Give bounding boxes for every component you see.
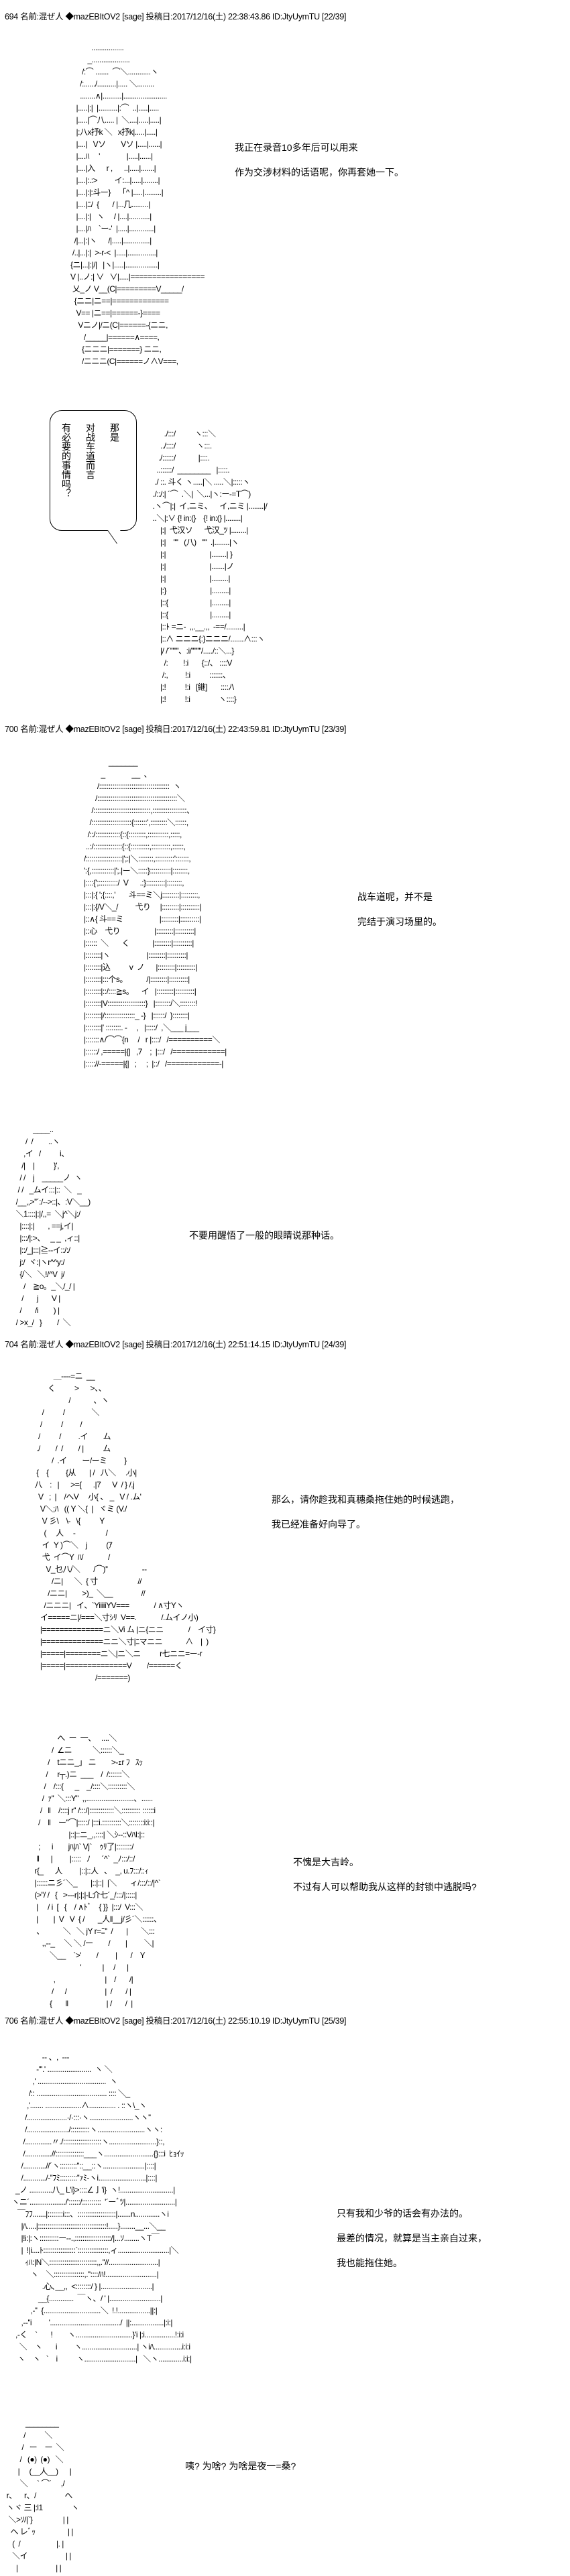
dialogue-line: 不要用醒悟了一般的眼睛说那种话。	[189, 1230, 339, 1241]
ascii-art-character-3: _______ _ __ 、 /::::::::::::::::::::::::…	[84, 757, 227, 1068]
dialogue-line: 那么，请你趁我和真穗桑拖住她的时候逃跑，	[272, 1494, 459, 1505]
speech-bubble-tail	[107, 530, 130, 544]
ascii-art-character-6: へ ー 一、 ....＼ / ∠ニ ＼::::::＼_ / tニニ_」 ニ >-…	[34, 1733, 162, 2008]
dialogue-line: 不愧是大吉岭。	[293, 1857, 359, 1867]
dialogue-4: 不要用醒悟了一般的眼睛说那种话。	[189, 1223, 339, 1248]
ascii-art-character-5: ＿-‐‐-=ニ __ く > >、、 / 、ヽ / / ＼ / / / / / …	[34, 1371, 216, 1682]
post-header-694: 694 名前:混ぜ人 ◆mazEBItOV2 [sage] 投稿日:2017/1…	[5, 12, 347, 21]
ascii-art-character-4: ____.. / / ..ヽ ,イ / i、 /| | }', / / j __…	[15, 1125, 91, 1327]
dialogue-line: 不过有人可以帮助我从这样的封锁中逃脱吗?	[293, 1882, 477, 1892]
ascii-art-character-2: ./:::/ ヽ:::＼ ../::::/ ヽ:::. ./::::::/ |:…	[152, 429, 268, 704]
dialogue-line: 战车道呢，并不是	[357, 892, 433, 902]
dialogue-7: 只有我和少爷的话会有办法的。 最差的情况，就算是当主亲自过来， 我也能拖住她。	[337, 2201, 487, 2276]
dialogue-1: 我正在录音10多年后可以用来 作为交涉材料的话语呢，你再套她一下。	[235, 135, 404, 185]
dialogue-line: 我已经准备好向导了。	[272, 1519, 365, 1530]
dialogue-line: 作为交涉材料的话语呢，你再套她一下。	[235, 167, 404, 178]
dialogue-line: 只有我和少爷的话会有办法的。	[337, 2208, 468, 2219]
speech-bubble: 那是 对战车道而言 有必要的事情吗？	[50, 410, 137, 544]
dialogue-line: 咦? 为啥? 为啥是夜一=桑?	[185, 2461, 296, 2471]
dialogue-line: 我正在录音10多年后可以用来	[235, 142, 358, 153]
speech-bubble-text: 那是 对战车道而言 有必要的事情吗？	[61, 423, 120, 498]
dialogue-6: 不愧是大吉岭。 不过有人可以帮助我从这样的封锁中逃脱吗?	[293, 1850, 477, 1900]
dialogue-8: 咦? 为啥? 为啥是夜一=桑?	[185, 2454, 296, 2479]
dialogue-line: 我也能拖住她。	[337, 2258, 402, 2268]
dialogue-line: 最差的情况，就算是当主亲自过来，	[337, 2233, 487, 2244]
dialogue-5: 那么，请你趁我和真穗桑拖住她的时候逃跑， 我已经准备好向导了。	[272, 1487, 459, 1537]
ascii-art-character-8: ________ / ＼ / ー ー ＼ / (●) (●) ＼ | (__人_…	[6, 2418, 79, 2573]
dialogue-3: 战车道呢，并不是 完结于演习场里的。	[357, 885, 442, 934]
dialogue-line: 完结于演习场里的。	[357, 916, 442, 927]
post-header-706: 706 名前:混ぜ人 ◆mazEBItOV2 [sage] 投稿日:2017/1…	[5, 2016, 347, 2026]
post-header-704: 704 名前:混ぜ人 ◆mazEBItOV2 [sage] 投稿日:2017/1…	[5, 1340, 347, 1349]
ascii-art-character-1: ................. _.................... …	[70, 43, 205, 366]
post-header-700: 700 名前:混ぜ人 ◆mazEBItOV2 [sage] 投稿日:2017/1…	[5, 725, 347, 734]
ascii-art-character-7: -- 、, -‐- -'''.' .......................…	[11, 2052, 192, 2364]
